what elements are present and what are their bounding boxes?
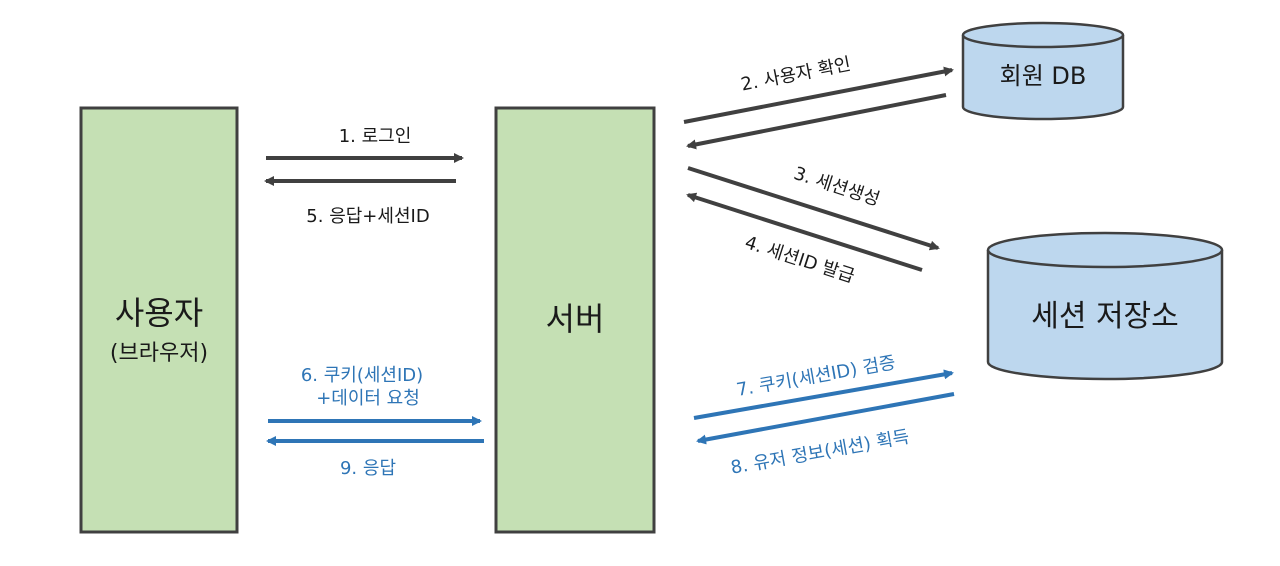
client-title: 사용자: [115, 294, 203, 332]
label-step5: 5. 응답+세션ID: [306, 206, 429, 227]
arrow-step2-verify-user: [683, 66, 954, 124]
server-title: 서버: [546, 300, 605, 338]
arrow-step7-verify-cookie: [693, 369, 954, 420]
arrow-step3-create-session: [687, 166, 940, 251]
member-db-top: [961, 21, 1125, 49]
member-db-node: 회원 DB: [961, 21, 1125, 121]
arrow-step2-return: [686, 93, 947, 150]
arrow-step4-issue-session-id: [686, 192, 923, 272]
member-db-label: 회원 DB: [1000, 62, 1087, 90]
client-subtitle: (브라우저): [110, 341, 208, 366]
session-store-top: [986, 231, 1224, 269]
label-step1: 1. 로그인: [339, 126, 412, 147]
label-step7: 7. 쿠키(세션ID) 검증: [735, 352, 897, 401]
client-node: 사용자 (브라우저): [79, 106, 239, 534]
client-box: [79, 106, 239, 534]
server-box: [494, 106, 656, 534]
server-node: 서버: [494, 106, 656, 534]
label-step8: 8. 유저 정보(세션) 획득: [729, 427, 911, 479]
arrow-step8-get-user-info: [696, 392, 955, 445]
label-step2: 2. 사용자 확인: [739, 54, 852, 96]
label-step6-line2: +데이터 요청: [316, 388, 420, 409]
label-step4: 4. 세션ID 발급: [742, 232, 857, 287]
member-db-body: [961, 35, 1125, 121]
session-store-node: 세션 저장소: [986, 231, 1224, 381]
label-step9: 9. 응답: [340, 458, 396, 479]
session-store-label: 세션 저장소: [1031, 299, 1179, 334]
label-step6-line1: 6. 쿠키(세션ID): [301, 365, 423, 386]
session-store-body: [986, 250, 1224, 381]
